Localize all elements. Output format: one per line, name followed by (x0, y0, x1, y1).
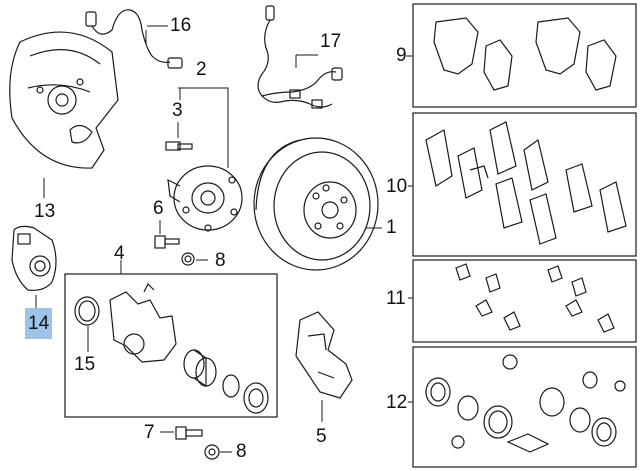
hub-bolt (154, 141, 195, 266)
guide-pin-bolt (175, 426, 220, 460)
callout-14-highlighted[interactable]: 14 (25, 308, 53, 339)
box-clip-kit (412, 259, 637, 343)
callout-5: 5 (316, 426, 327, 447)
abs-sensor-wire (85, 9, 183, 69)
brake-pads (433, 17, 617, 91)
callout-6: 6 (153, 198, 164, 219)
o-ring-15 (74, 296, 100, 326)
callout-9: 9 (396, 45, 407, 66)
callout-10: 10 (386, 176, 408, 197)
caliper (11, 225, 57, 291)
repair-kit (425, 354, 626, 453)
wire-harness (257, 5, 343, 109)
pad-shims (425, 121, 627, 245)
callout-8b: 8 (236, 441, 247, 462)
callout-3: 3 (172, 100, 183, 121)
callout-17: 17 (320, 31, 342, 52)
brake-rotor (253, 137, 379, 271)
dust-shield (9, 31, 119, 169)
callout-4: 4 (114, 243, 125, 264)
box-caliper (64, 273, 278, 418)
hub-bearing (167, 165, 243, 232)
caliper-bracket-assy (109, 282, 177, 363)
box-pad-shims (412, 112, 637, 257)
callout-11: 11 (386, 288, 406, 309)
box-repair-kit (412, 346, 637, 468)
piston-seal (222, 374, 269, 414)
box-brake-pads (412, 3, 637, 108)
callout-7: 7 (144, 422, 155, 443)
callout-1: 1 (386, 217, 397, 238)
callout-2: 2 (196, 59, 207, 80)
callout-13: 13 (34, 201, 56, 222)
callout-15: 15 (74, 354, 96, 375)
caliper-bracket (295, 311, 353, 399)
callout-16: 16 (170, 15, 192, 36)
piston (183, 349, 217, 388)
callout-12: 12 (386, 392, 408, 413)
leader-lines (35, 25, 413, 453)
callout-8a: 8 (215, 250, 226, 271)
clip-kit (455, 263, 615, 333)
